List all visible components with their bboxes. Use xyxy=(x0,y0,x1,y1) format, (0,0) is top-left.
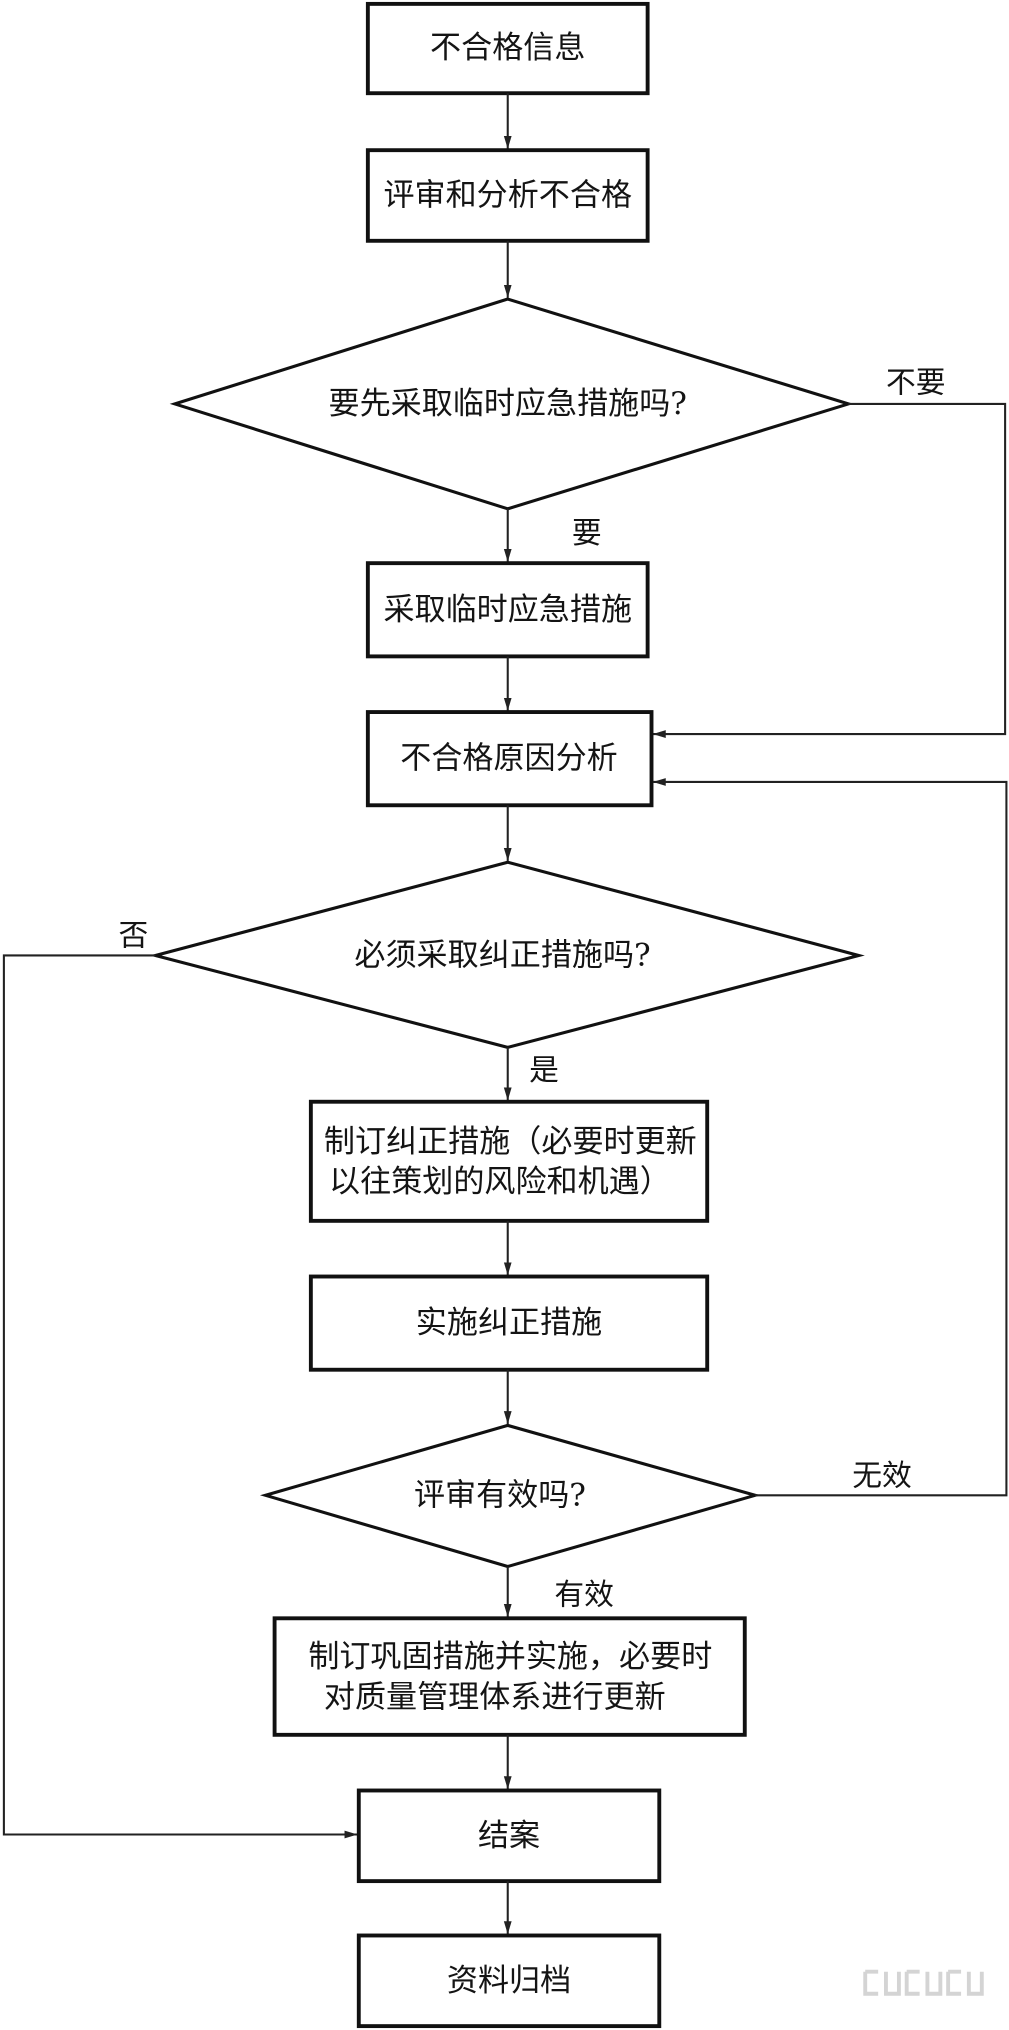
step-label-line-2: 对质量管理体系进行更新 xyxy=(324,1679,666,1715)
decision-effective: 评审有效吗? xyxy=(259,1423,761,1569)
decision-label: 必须采取纠正措施吗? xyxy=(354,937,650,973)
branch-label-effective-no: 无效 xyxy=(852,1458,912,1493)
arrow-effective-no-to-cause-analysis xyxy=(652,778,1008,1497)
step-implement-corrective: 实施纠正措施 xyxy=(308,1274,710,1372)
step-archive: 资料归档 xyxy=(356,1933,662,2029)
step-consolidate: 制订巩固措施并实施，必要时 对质量管理体系进行更新 xyxy=(272,1616,747,1737)
step-label-line-1: 制订纠正措施（必要时更新 xyxy=(324,1124,697,1160)
step-label: 采取临时应急措施 xyxy=(383,592,632,628)
step-cause-analysis: 不合格原因分析 xyxy=(365,710,654,808)
step-box xyxy=(365,710,654,808)
step-review-analyze: 评审和分析不合格 xyxy=(365,148,650,243)
step-label: 结案 xyxy=(478,1818,540,1854)
step-box xyxy=(308,1099,710,1223)
branch-label-temp-yes: 要 xyxy=(572,516,602,551)
arrow-temp-no-to-cause-analysis xyxy=(652,402,1007,738)
step-label: 资料归档 xyxy=(447,1963,571,1999)
decision-label: 评审有效吗? xyxy=(414,1477,586,1513)
watermark-logo xyxy=(863,1969,984,1996)
decision-temp-measures: 要先采取临时应急措施吗? xyxy=(169,297,854,511)
step-label-line-1: 制订巩固措施并实施，必要时 xyxy=(308,1639,712,1675)
branch-label-corrective-no: 否 xyxy=(119,919,149,954)
step-nonconformity-info: 不合格信息 xyxy=(365,1,650,96)
step-box xyxy=(356,1933,662,2029)
step-label: 评审和分析不合格 xyxy=(383,177,632,213)
step-label: 不合格信息 xyxy=(430,30,585,66)
decision-label: 要先采取临时应急措施吗? xyxy=(329,386,687,422)
arrow-corrective-no-to-close xyxy=(2,954,358,1839)
step-box xyxy=(308,1274,710,1372)
step-define-corrective: 制订纠正措施（必要时更新 以往策划的风险和机遇） xyxy=(308,1099,710,1223)
step-close-case: 结案 xyxy=(356,1788,662,1884)
branch-label-effective-yes: 有效 xyxy=(554,1578,614,1613)
step-label-line-2: 以往策划的风险和机遇） xyxy=(329,1164,671,1200)
step-take-temp-measures: 采取临时应急措施 xyxy=(365,561,650,659)
step-box xyxy=(356,1788,662,1884)
branch-label-temp-no: 不要 xyxy=(886,366,946,401)
step-label: 不合格原因分析 xyxy=(400,741,618,777)
branch-label-corrective-yes: 是 xyxy=(529,1053,559,1088)
step-label: 实施纠正措施 xyxy=(416,1305,602,1341)
step-box xyxy=(365,1,650,96)
step-box xyxy=(272,1616,747,1737)
